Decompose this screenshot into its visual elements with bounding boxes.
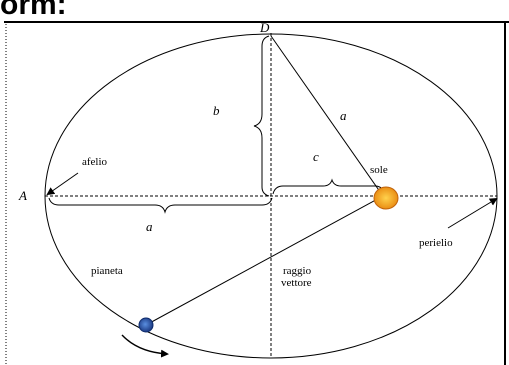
label-segment-c: c (313, 149, 319, 164)
label-segment-a-horizontal: a (146, 219, 153, 234)
label-vettore: vettore (281, 277, 312, 289)
brace-c-horizontal (272, 178, 384, 195)
label-pianeta: pianeta (91, 265, 123, 277)
label-afelio: afelio (82, 156, 108, 168)
label-point-d: D (259, 20, 270, 35)
aphelion-arrow (46, 172, 79, 196)
label-segment-a-diagonal: a (340, 108, 347, 123)
brace-b-vertical (253, 35, 270, 197)
label-segment-b: b (213, 103, 220, 118)
header-text-fragment: orm: (0, 0, 67, 21)
label-sole: sole (370, 164, 388, 176)
planet-shape (138, 317, 154, 333)
perihelion-arrow (447, 197, 498, 229)
brace-a-horizontal (48, 197, 273, 214)
label-perielio: perielio (419, 237, 453, 249)
sun-shape (373, 186, 399, 210)
segment-a-diagonal (270, 35, 384, 197)
label-raggio: raggio (283, 265, 312, 277)
motion-direction-arrow (121, 334, 169, 358)
radius-vector-line (145, 195, 384, 326)
label-point-a: A (18, 188, 27, 203)
